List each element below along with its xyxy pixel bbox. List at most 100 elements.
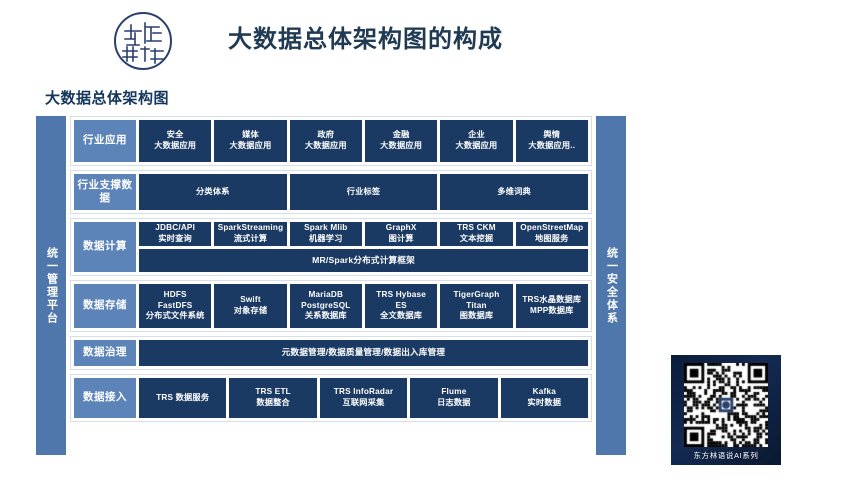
architecture-cell[interactable]: 元数据管理/数据质量管理/数据出入库管理 — [139, 340, 588, 366]
band-body: 元数据管理/数据质量管理/数据出入库管理 — [139, 340, 588, 366]
cell-line: 实时数据 — [527, 398, 562, 407]
architecture-cell[interactable]: 安全大数据应用 — [139, 120, 212, 162]
architecture-cell[interactable]: 行业标签 — [289, 174, 438, 210]
cell-line: 全文数据库 — [380, 311, 423, 321]
cell-line: JDBC/API — [155, 223, 196, 233]
unified-security-system-column: 统一安全体系 — [596, 116, 626, 455]
architecture-cell[interactable]: TRS 数据服务 — [139, 378, 227, 418]
cell-line: 企业 — [468, 130, 485, 140]
cell-line: 互联网采集 — [342, 398, 385, 407]
cell-line: 行业标签 — [346, 186, 381, 196]
cell-line: 流式计算 — [233, 233, 268, 243]
band-label: 数据接入 — [74, 378, 136, 418]
cell-line: TRS Hybase — [376, 290, 427, 300]
cell-line: GraphX — [385, 223, 417, 233]
cell-line: 政府 — [317, 130, 335, 140]
cell-line: 大数据应用.. — [528, 141, 576, 150]
cell-line: 大数据应用 — [380, 141, 423, 150]
architecture-cell[interactable]: 金融大数据应用 — [364, 120, 438, 162]
cell-line: OpenStreetMap — [520, 223, 584, 233]
band-label: 数据存储 — [74, 284, 136, 328]
band-body: 安全大数据应用媒体大数据应用政府大数据应用金融大数据应用企业大数据应用舆情大数据… — [139, 120, 588, 162]
cell-line: MR/Spark分布式计算框架 — [312, 254, 415, 265]
cell-line: 实时查询 — [158, 233, 192, 243]
cell-line: MPP数据库 — [530, 306, 574, 315]
band-row: 安全大数据应用媒体大数据应用政府大数据应用金融大数据应用企业大数据应用舆情大数据… — [139, 120, 588, 162]
band-row: 分类体系 行业标签 多维词典 — [139, 174, 589, 210]
cell-line: 文本挖掘 — [459, 233, 494, 243]
architecture-band: 行业支撑数据分类体系行业标签多维词典 — [70, 170, 592, 214]
architecture-band: 数据治理元数据管理/数据质量管理/数据出入库管理 — [70, 336, 592, 370]
cell-line: Spark Mlib — [304, 223, 348, 233]
cell-line: 图计算 — [388, 233, 414, 243]
architecture-cell[interactable]: 多维词典 — [440, 174, 589, 210]
architecture-band: 行业应用安全大数据应用媒体大数据应用政府大数据应用金融大数据应用企业大数据应用舆… — [70, 116, 592, 166]
cell-line: 安全 — [166, 130, 184, 140]
cell-line: Flume — [441, 387, 467, 397]
cell-line: FastDFS — [157, 300, 193, 310]
cell-line: 数据整合 — [256, 398, 290, 407]
cell-line: TRS ETL — [255, 387, 291, 397]
cell-line: 地图服务 — [535, 233, 569, 243]
cell-line: 多维词典 — [497, 186, 531, 196]
cell-line: SparkStreaming — [217, 223, 284, 233]
cell-line: 大数据应用 — [154, 141, 197, 150]
qr-caption: 东方林语说AI系列 — [693, 451, 759, 460]
cell-line: 对象存储 — [233, 306, 268, 315]
cell-line: PostgreSQL — [301, 300, 351, 310]
cell-line: MariaDB — [308, 290, 344, 300]
page-title: 大数据总体架构图的构成 — [228, 26, 503, 53]
band-label: 行业应用 — [74, 120, 136, 162]
band-label: 数据治理 — [74, 340, 136, 366]
cell-line: 大数据应用 — [304, 141, 347, 150]
cell-line: TRS水晶数据库 — [522, 295, 582, 305]
left-column-label: 统一管理平台 — [45, 246, 58, 325]
cell-line: 图数据库 — [459, 311, 494, 321]
cell-line: TRS InfoRadar — [333, 387, 394, 397]
architecture-cell[interactable]: 企业大数据应用 — [440, 120, 513, 162]
slide-header: 大数据总体架构图的构成 — [0, 0, 864, 76]
cell-line: Swift — [240, 295, 261, 305]
band-label: 数据计算 — [74, 222, 136, 272]
section-heading: 大数据总体架构图 — [45, 90, 170, 107]
cell-line: ES — [395, 300, 407, 310]
cell-line: 舆情 — [543, 130, 561, 140]
cell-line: 分类体系 — [196, 186, 230, 196]
unified-management-platform-column: 统一管理平台 — [36, 116, 66, 455]
qr-promo-card[interactable]: 东方林语说AI系列 — [671, 355, 781, 465]
architecture-bands: 行业应用安全大数据应用媒体大数据应用政府大数据应用金融大数据应用企业大数据应用舆… — [70, 116, 592, 459]
circular-seal-logo-icon — [107, 7, 179, 75]
cell-line: Kafka — [532, 387, 556, 397]
cell-line: TigerGraph — [453, 290, 500, 300]
architecture-cell[interactable]: MR/Spark分布式计算框架 — [139, 248, 588, 272]
cell-line: TRS 数据服务 — [156, 392, 210, 402]
architecture-cell[interactable]: 媒体大数据应用 — [214, 120, 287, 162]
architecture-cell[interactable]: 舆情大数据应用.. — [515, 120, 588, 162]
architecture-cell[interactable]: 政府大数据应用 — [289, 120, 362, 162]
cell-line: 分布式文件系统 — [145, 311, 205, 321]
architecture-cell[interactable]: 分类体系 — [139, 174, 287, 210]
cell-line: 大数据应用 — [229, 141, 272, 150]
